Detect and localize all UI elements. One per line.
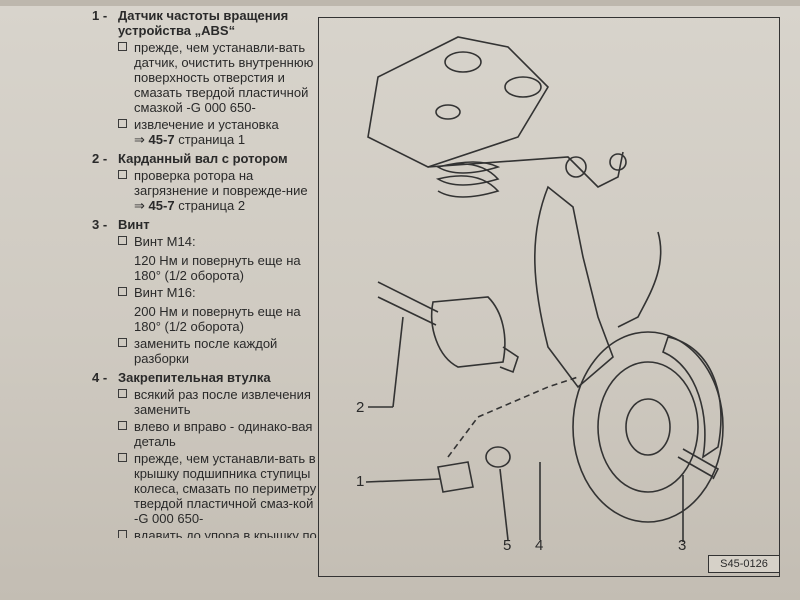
ref-number: 45-7 <box>148 132 175 147</box>
strut-mount <box>367 36 550 168</box>
callout-1: 1 <box>356 473 365 490</box>
control-arm <box>427 151 624 188</box>
ref-page: страница 1 <box>178 132 246 147</box>
bullet-text: прежде, чем устанавли-вать в крышку подш… <box>134 451 317 526</box>
bullet-text: заменить после каждой разборки <box>134 336 278 366</box>
suspension-illustration <box>365 36 724 542</box>
bullet: вдавить до упора в крышку подшипника сту… <box>118 528 318 538</box>
checkbox-bullet-icon <box>118 42 127 51</box>
checkbox-bullet-icon <box>118 119 127 128</box>
item-title: Винт <box>118 217 150 232</box>
shaft-spline <box>499 346 519 374</box>
item-number: 4 - <box>92 370 108 385</box>
item-title: Закрепительная втулка <box>118 370 271 385</box>
ref-page: страница 2 <box>178 198 246 213</box>
item-number: 3 - <box>92 217 108 232</box>
top-edge-strip <box>0 0 800 6</box>
figure-code: S45-0126 <box>708 555 780 573</box>
callout-2: 2 <box>356 399 365 416</box>
mount-bolt <box>435 104 461 120</box>
arm-joint <box>609 153 627 171</box>
brake-disc-inner <box>597 361 699 493</box>
bullet-text: Винт М16: <box>134 285 196 300</box>
arrow-ref-icon: ⇒ <box>134 132 145 147</box>
callout-5: 5 <box>503 537 512 554</box>
mount-bolt <box>444 51 482 73</box>
mount-bolt <box>504 76 542 98</box>
drive-shaft <box>377 281 439 326</box>
coil-spring <box>435 161 501 198</box>
bullet: влево и вправо - одинако-вая деталь <box>118 419 318 449</box>
checkbox-bullet-icon <box>118 421 127 430</box>
brake-caliper <box>662 336 722 459</box>
bullet-text: влево и вправо - одинако-вая деталь <box>134 419 313 449</box>
list-item-4: 4 - Закрепительная втулка всякий раз пос… <box>0 370 318 538</box>
torque-spec: 120 Нм и повернуть еще на 180° (1/2 обор… <box>134 253 301 283</box>
bullet: проверка ротора на загрязнение и поврежд… <box>118 168 318 213</box>
bullet-text: вдавить до упора в крышку подшипника сту… <box>134 528 318 538</box>
abs-sensor-wire <box>447 376 579 458</box>
arm-joint <box>565 156 587 178</box>
item-title: Датчик частоты вращения устройства „ABS“ <box>118 8 289 38</box>
bullet: всякий раз после извлечения заменить <box>118 387 318 417</box>
abs-cable <box>617 231 662 328</box>
bullet: прежде, чем устанавли-вать датчик, очист… <box>118 40 318 115</box>
brake-disc <box>572 331 724 523</box>
checkbox-bullet-icon <box>118 338 127 347</box>
checkbox-bullet-icon <box>118 530 127 538</box>
abs-sensor <box>437 461 474 493</box>
callout-line-1 <box>365 478 441 483</box>
checkbox-bullet-icon <box>118 389 127 398</box>
bullet-text: всякий раз после извлечения заменить <box>134 387 311 417</box>
item-number: 2 - <box>92 151 108 166</box>
bullet: Винт М14: <box>118 234 318 249</box>
cv-joint <box>431 296 506 368</box>
mounting-sleeve <box>485 446 511 468</box>
bullet-text: проверка ротора на загрязнение и поврежд… <box>134 168 308 213</box>
bullet: извлечение и установка ⇒ 45-7 страница 1 <box>118 117 318 147</box>
parts-list: 1 - Датчик частоты вращения устройства „… <box>0 8 318 542</box>
bullet: заменить после каждой разборки <box>118 336 318 366</box>
callout-line-5 <box>499 468 509 541</box>
figure-frame <box>318 17 780 577</box>
bullet-text: Винт М14: <box>134 234 196 249</box>
bullet-text: извлечение и установка ⇒ 45-7 страница 1 <box>134 117 279 147</box>
checkbox-bullet-icon <box>118 453 127 462</box>
hub-bolt <box>677 448 720 480</box>
arrow-ref-icon: ⇒ <box>134 198 145 213</box>
list-item-1: 1 - Датчик частоты вращения устройства „… <box>0 8 318 147</box>
torque-spec: 200 Нм и повернуть еще на 180° (1/2 обор… <box>134 304 301 334</box>
wheel-hub <box>625 398 671 456</box>
callout-line-2b <box>392 316 404 408</box>
bullet: Винт М16: <box>118 285 318 300</box>
callout-3: 3 <box>678 537 687 554</box>
ref-number: 45-7 <box>148 198 175 213</box>
item-title: Карданный вал с ротором <box>118 151 288 166</box>
list-item-3: 3 - Винт Винт М14: 120 Нм и повернуть ещ… <box>0 217 318 366</box>
bullet: прежде, чем устанавли-вать в крышку подш… <box>118 451 318 526</box>
callout-4: 4 <box>535 537 544 554</box>
list-item-2: 2 - Карданный вал с ротором проверка рот… <box>0 151 318 213</box>
checkbox-bullet-icon <box>118 236 127 245</box>
checkbox-bullet-icon <box>118 287 127 296</box>
item-number: 1 - <box>92 8 108 23</box>
steering-knuckle <box>534 185 614 389</box>
checkbox-bullet-icon <box>118 170 127 179</box>
bullet-text: прежде, чем устанавли-вать датчик, очист… <box>134 40 314 115</box>
